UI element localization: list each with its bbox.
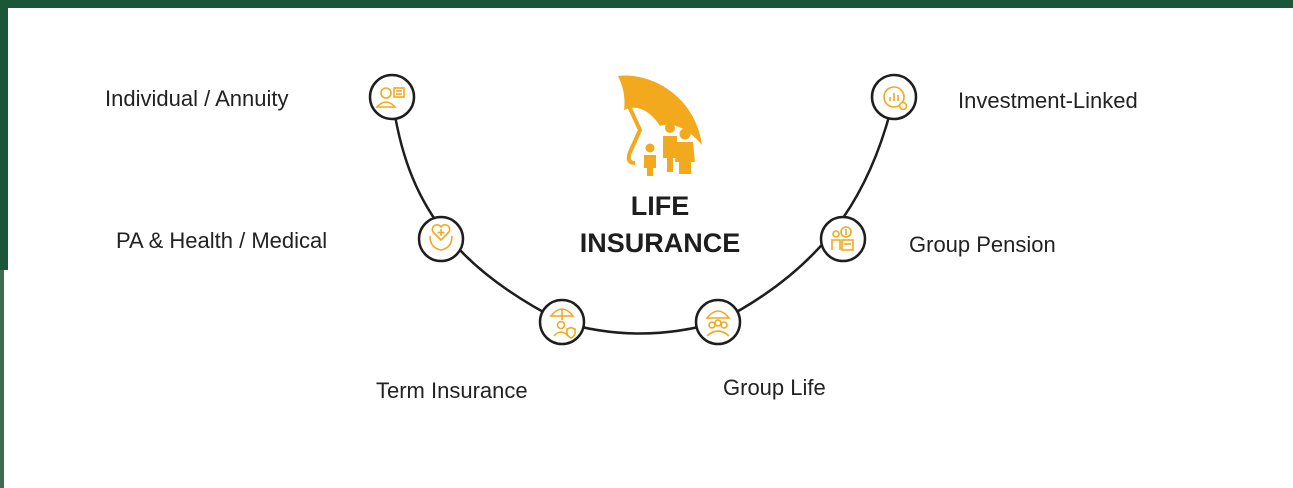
node-group-pension	[819, 215, 867, 263]
umbrella-person-shield-icon	[549, 308, 576, 339]
node-group-life	[694, 298, 742, 346]
center-title-line2: INSURANCE	[579, 228, 741, 258]
frame-left-border	[0, 0, 8, 270]
node-term-insurance	[538, 298, 586, 346]
label-investment-linked: Investment-Linked	[958, 88, 1138, 113]
center-title-line1: LIFE	[630, 191, 690, 221]
frame-left-border-lower	[0, 270, 4, 488]
person-document-icon	[375, 87, 405, 108]
umbrella-family-icon	[618, 75, 702, 176]
label-group-pension: Group Pension	[909, 232, 1056, 257]
center-title: LIFE INSURANCE	[560, 188, 760, 262]
node-investment-linked	[870, 73, 918, 121]
node-individual-annuity	[368, 73, 416, 121]
label-pa-health-medical: PA & Health / Medical	[116, 228, 328, 253]
frame-top-border	[0, 0, 1293, 8]
umbrella-group-icon	[705, 310, 731, 337]
pension-money-icon	[831, 226, 854, 251]
heart-hands-icon	[429, 223, 453, 251]
node-pa-health-medical	[417, 215, 465, 263]
chart-coin-icon	[883, 86, 908, 111]
label-group-life: Group Life	[723, 375, 826, 400]
label-term-insurance: Term Insurance	[376, 378, 528, 403]
label-individual-annuity: Individual / Annuity	[105, 86, 289, 111]
